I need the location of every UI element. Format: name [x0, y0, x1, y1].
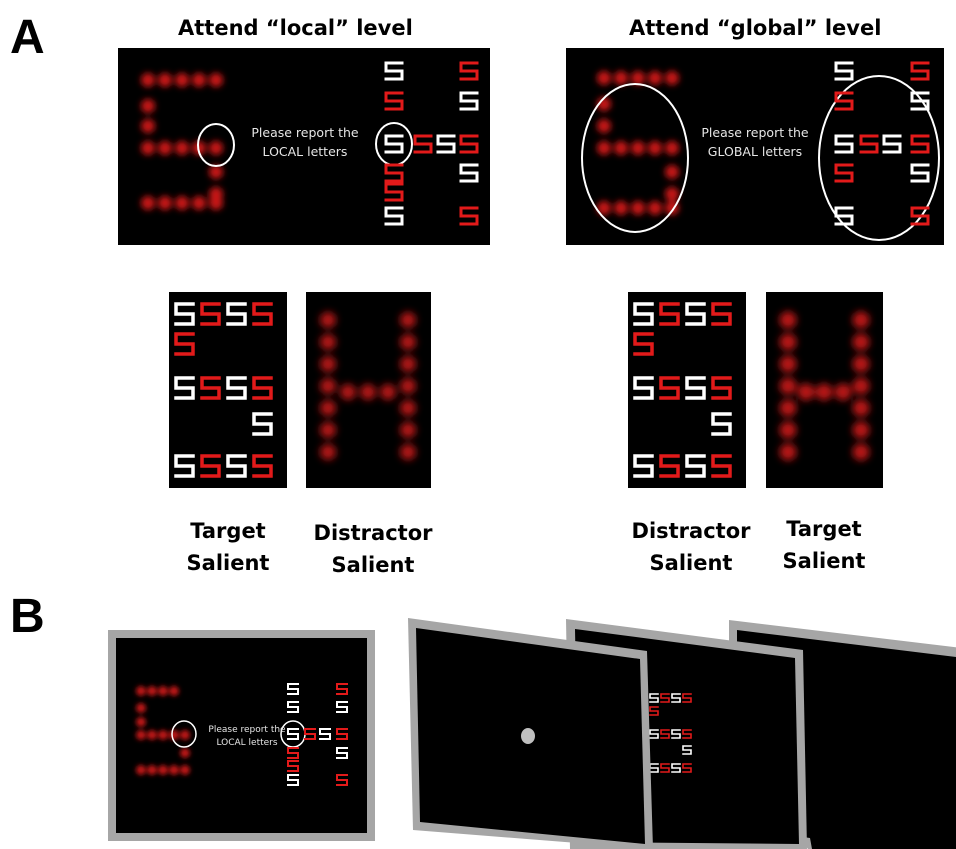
fixation-dot	[521, 728, 535, 744]
sequence-screen-fixation	[408, 618, 653, 849]
